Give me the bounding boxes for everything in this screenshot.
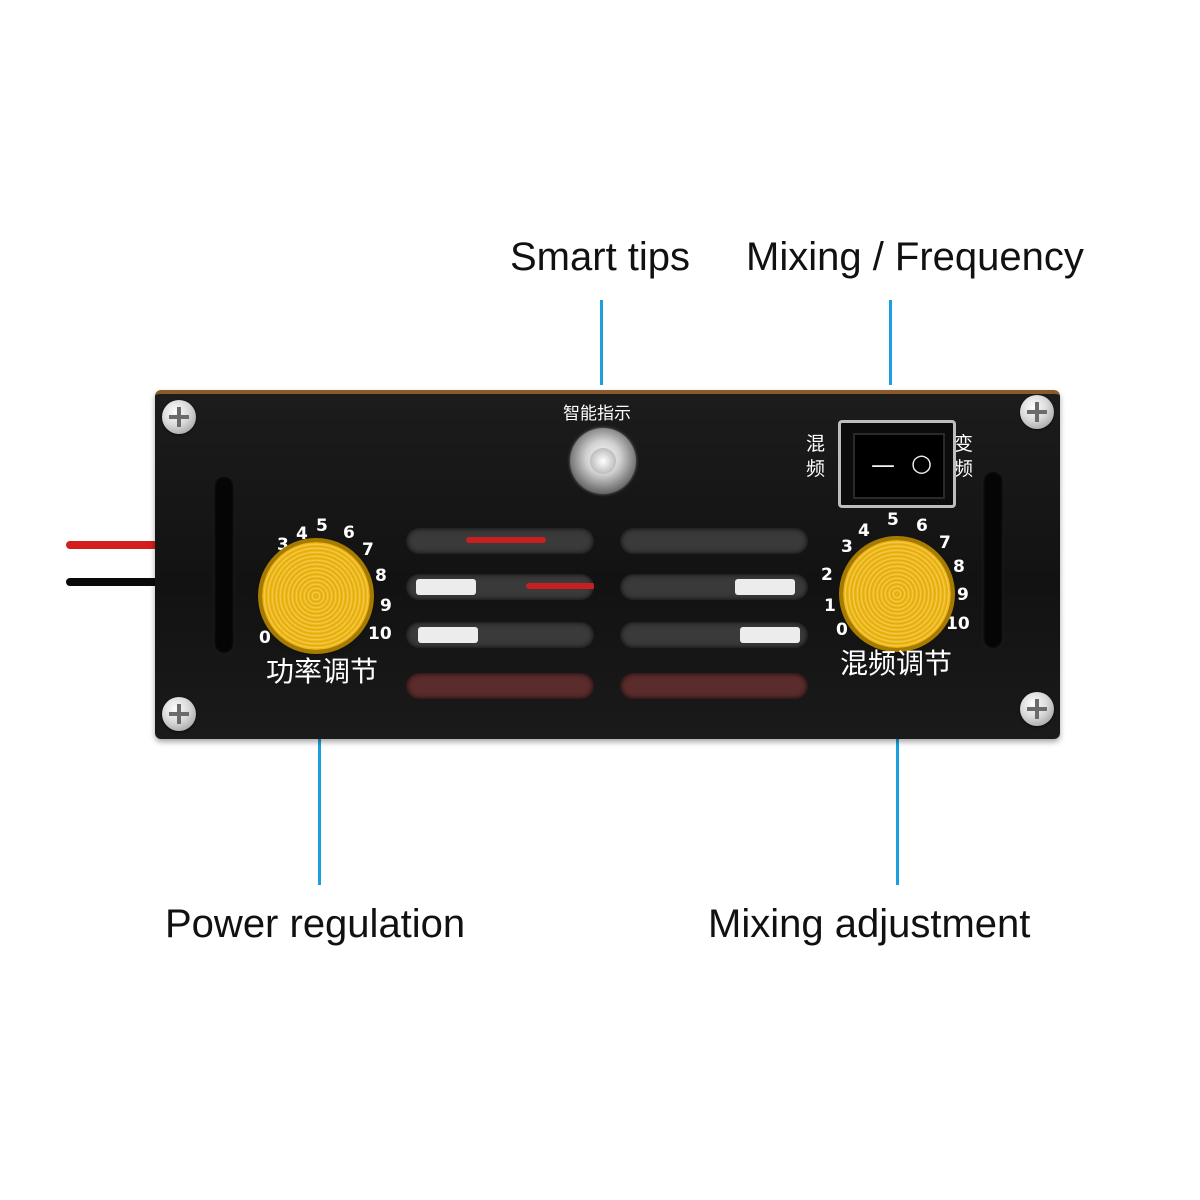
switch-off-symbol: —	[871, 451, 895, 479]
dial-number: 3	[841, 537, 853, 557]
dial-number: 8	[953, 557, 965, 577]
power-knob-label: 功率调节	[266, 655, 379, 688]
dial-number: 7	[362, 540, 374, 560]
vent-slot	[620, 673, 808, 699]
dial-number: 0	[259, 628, 271, 648]
dial-number: 2	[821, 565, 833, 585]
smart-tips-leader-line	[600, 300, 603, 385]
switch-on-symbol: ○	[911, 449, 932, 477]
smart-indicator-led	[570, 428, 636, 494]
mixing-frequency-rocker-switch[interactable]: — ○	[838, 420, 956, 508]
dial-number: 7	[939, 533, 951, 553]
mixing-adjustment-knob[interactable]	[843, 540, 951, 648]
dial-number: 10	[946, 614, 970, 634]
power-regulation-knob[interactable]	[262, 542, 370, 650]
dial-number: 1	[824, 596, 836, 616]
dial-number: 6	[916, 516, 928, 536]
switch-left-label: 混 频	[806, 433, 826, 480]
mixing-frequency-leader-line	[889, 300, 892, 385]
right-side-slot	[982, 470, 1004, 650]
vent-slot	[406, 574, 594, 600]
vent-slot	[620, 528, 808, 554]
mixing-knob-label: 混频调节	[840, 647, 953, 680]
dial-number: 8	[375, 566, 387, 586]
vent-slot	[620, 622, 808, 648]
switch-right-label: 变 频	[954, 433, 974, 480]
power-regulation-callout: Power regulation	[165, 902, 466, 946]
dial-number: 5	[887, 510, 899, 530]
indicator-label: 智能指示	[563, 404, 631, 424]
dial-number: 3	[277, 535, 289, 555]
vent-slot	[406, 622, 594, 648]
bottom-left-screw	[162, 697, 196, 731]
red-cable	[66, 541, 161, 549]
mixing-frequency-callout: Mixing / Frequency	[746, 235, 1084, 279]
mixing-adjustment-callout: Mixing adjustment	[708, 902, 1031, 946]
smart-tips-callout: Smart tips	[510, 235, 691, 279]
mixing-adjustment-leader-line	[896, 680, 899, 885]
bottom-right-screw	[1020, 692, 1054, 726]
black-cable	[66, 578, 161, 586]
left-side-slot	[213, 475, 235, 655]
vent-slot	[406, 528, 594, 554]
dial-number: 9	[380, 596, 392, 616]
dial-number: 10	[368, 624, 392, 644]
dial-number: 4	[858, 521, 870, 541]
dial-number: 0	[836, 620, 848, 640]
dial-number: 4	[296, 524, 308, 544]
dial-number: 5	[316, 516, 328, 536]
dial-number: 6	[343, 523, 355, 543]
top-right-screw	[1020, 395, 1054, 429]
top-left-screw	[162, 400, 196, 434]
vent-slot	[620, 574, 808, 600]
power-regulation-leader-line	[318, 680, 321, 885]
vent-slot	[406, 673, 594, 699]
dial-number: 9	[957, 585, 969, 605]
